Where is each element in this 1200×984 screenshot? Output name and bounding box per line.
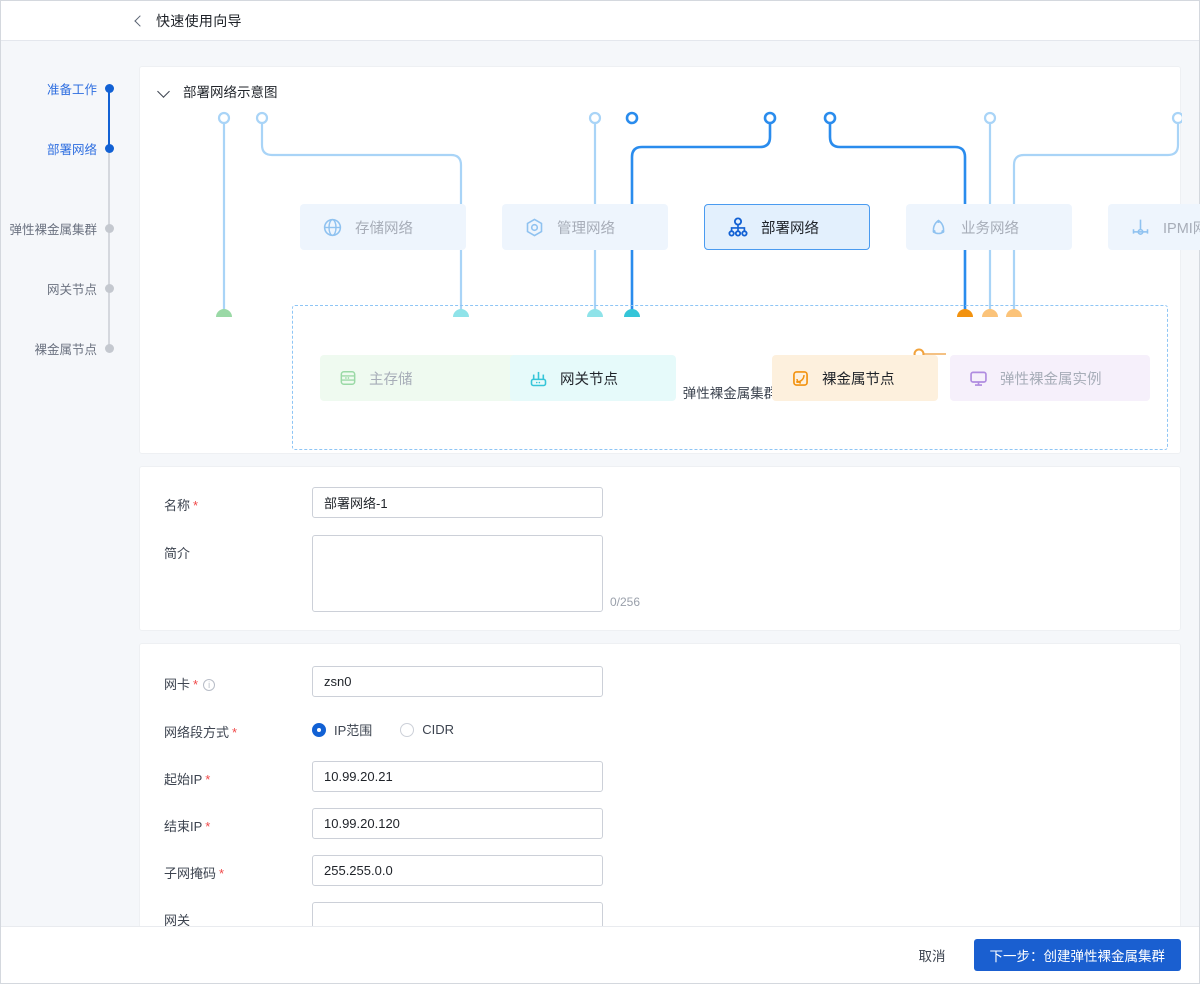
radio-ip-range[interactable]: IP范围: [312, 720, 372, 739]
diagram-title: 部署网络示意图: [183, 85, 278, 100]
step-connector-3: [107, 228, 110, 288]
entity-gateway-node[interactable]: 网关节点: [510, 355, 676, 401]
step-connector-2: [107, 148, 110, 228]
step-label: 网关节点: [46, 282, 97, 297]
router-icon: [530, 371, 547, 386]
name-input[interactable]: [312, 487, 603, 518]
description-counter: 0/256: [610, 595, 641, 609]
basic-info-card: 名称* 简介 0/256: [139, 466, 1181, 631]
nic-input[interactable]: [312, 666, 603, 697]
hexagon-icon: [526, 218, 543, 236]
step-dot-icon: [105, 83, 114, 93]
radio-cidr[interactable]: CIDR: [400, 722, 454, 737]
entity-label: 弹性裸金属实例: [1000, 371, 1102, 388]
description-label: 简介: [164, 546, 191, 561]
database-icon: [340, 371, 356, 385]
segment-mode-radio-group: IP范围 CIDR: [312, 714, 482, 739]
segment-mode-label: 网络段方式*: [164, 725, 238, 740]
step-label: 准备工作: [46, 82, 97, 97]
sidebar-item-preparation[interactable]: 准备工作: [46, 80, 123, 97]
step-sidebar: 准备工作 部署网络 弹性裸金属集群 网关节点 裸金属节点: [1, 42, 123, 926]
network-card-label: IPMI网络: [1163, 220, 1200, 237]
sidebar-item-deploy-network[interactable]: 部署网络: [46, 140, 123, 157]
cluster-zone-label: 弹性裸金属集群: [682, 386, 778, 401]
network-card-ipmi[interactable]: IPMI网络: [1108, 204, 1200, 250]
sidebar-item-elastic-baremetal-cluster[interactable]: 弹性裸金属集群: [9, 220, 123, 237]
field-row-name: 名称*: [164, 487, 603, 518]
step-label: 部署网络: [46, 142, 97, 157]
cloud-icon: [932, 219, 945, 234]
entity-baremetal-node[interactable]: 裸金属节点: [772, 355, 938, 401]
step-label: 裸金属节点: [34, 342, 97, 357]
entity-elastic-baremetal-instance[interactable]: 弹性裸金属实例: [950, 355, 1150, 401]
network-card-management[interactable]: 管理网络: [502, 204, 668, 250]
field-row-segment-mode: 网络段方式* IP范围 CIDR: [164, 714, 482, 741]
description-textarea[interactable]: [312, 535, 603, 612]
network-card-deploy[interactable]: 部署网络: [704, 204, 870, 250]
signal-icon: [793, 370, 808, 386]
gateway-label: 网关: [164, 913, 191, 928]
entity-label: 网关节点: [560, 371, 618, 388]
entity-label: 主存储: [369, 371, 413, 388]
field-row-netmask: 子网掩码*: [164, 855, 603, 886]
page-title: 快速使用向导: [156, 12, 242, 29]
step-connector-1: [107, 88, 110, 148]
step-dot-icon: [105, 223, 114, 233]
name-label: 名称*: [164, 498, 199, 513]
required-marker: *: [232, 725, 238, 740]
field-row-nic: 网卡*i: [164, 666, 603, 697]
network-card-business[interactable]: 业务网络: [906, 204, 1072, 250]
cancel-button[interactable]: 取消: [913, 944, 952, 966]
sitemap-icon: [728, 217, 748, 237]
step-connector-4: [107, 288, 110, 348]
entity-primary-storage[interactable]: 主存储: [320, 355, 518, 401]
radio-dot-icon: [400, 722, 415, 737]
netmask-label: 子网掩码*: [164, 866, 225, 881]
required-marker: *: [205, 772, 211, 787]
nic-label: 网卡*i: [164, 666, 312, 693]
field-row-description: 简介 0/256: [164, 535, 640, 612]
radio-dot-icon: [312, 722, 326, 737]
monitor-icon: [970, 371, 987, 386]
field-row-end-ip: 结束IP*: [164, 808, 603, 839]
step-dot-icon: [105, 143, 114, 153]
step-dot-icon: [105, 343, 114, 353]
field-row-start-ip: 起始IP*: [164, 761, 603, 792]
ipmi-icon: [1132, 219, 1149, 235]
end-ip-input[interactable]: [312, 808, 603, 839]
page-header: 快速使用向导: [1, 1, 1199, 41]
radio-label: IP范围: [334, 723, 373, 738]
end-ip-label: 结束IP*: [164, 819, 211, 834]
chevron-down-icon: [158, 85, 171, 98]
info-icon[interactable]: i: [203, 679, 216, 691]
start-ip-label: 起始IP*: [164, 772, 211, 787]
step-dot-icon: [105, 283, 114, 293]
step-label: 弹性裸金属集群: [9, 222, 97, 237]
sidebar-item-gateway-node[interactable]: 网关节点: [46, 280, 123, 297]
cluster-zone-box: [292, 305, 1168, 450]
network-card-storage[interactable]: 存储网络: [300, 204, 466, 250]
required-marker: *: [193, 498, 199, 513]
back-chevron-left-icon[interactable]: [131, 14, 145, 28]
network-card-label: 管理网络: [557, 220, 615, 237]
required-marker: *: [205, 819, 211, 834]
required-marker: *: [193, 677, 199, 692]
start-ip-input[interactable]: [312, 761, 603, 792]
network-diagram-card: 部署网络示意图: [139, 66, 1200, 454]
wizard-footer: 取消 下一步：创建弹性裸金属集群: [1, 926, 1199, 983]
network-card-label: 业务网络: [961, 220, 1019, 237]
next-step-button[interactable]: 下一步：创建弹性裸金属集群: [973, 939, 1181, 971]
entity-label: 裸金属节点: [822, 371, 895, 388]
netmask-input[interactable]: [312, 855, 603, 886]
radio-label: CIDR: [422, 722, 455, 737]
network-card-label: 部署网络: [761, 220, 819, 237]
sidebar-item-baremetal-node[interactable]: 裸金属节点: [34, 340, 123, 357]
wizard-body: 准备工作 部署网络 弹性裸金属集群 网关节点 裸金属节点: [1, 42, 1200, 958]
required-marker: *: [219, 866, 225, 881]
globe-icon: [323, 218, 342, 236]
diagram-collapse-toggle[interactable]: 部署网络示意图: [158, 81, 278, 101]
network-config-card: 网卡*i 网络段方式* IP范围 CIDR 起始: [139, 643, 1181, 958]
network-card-label: 存储网络: [355, 220, 413, 237]
